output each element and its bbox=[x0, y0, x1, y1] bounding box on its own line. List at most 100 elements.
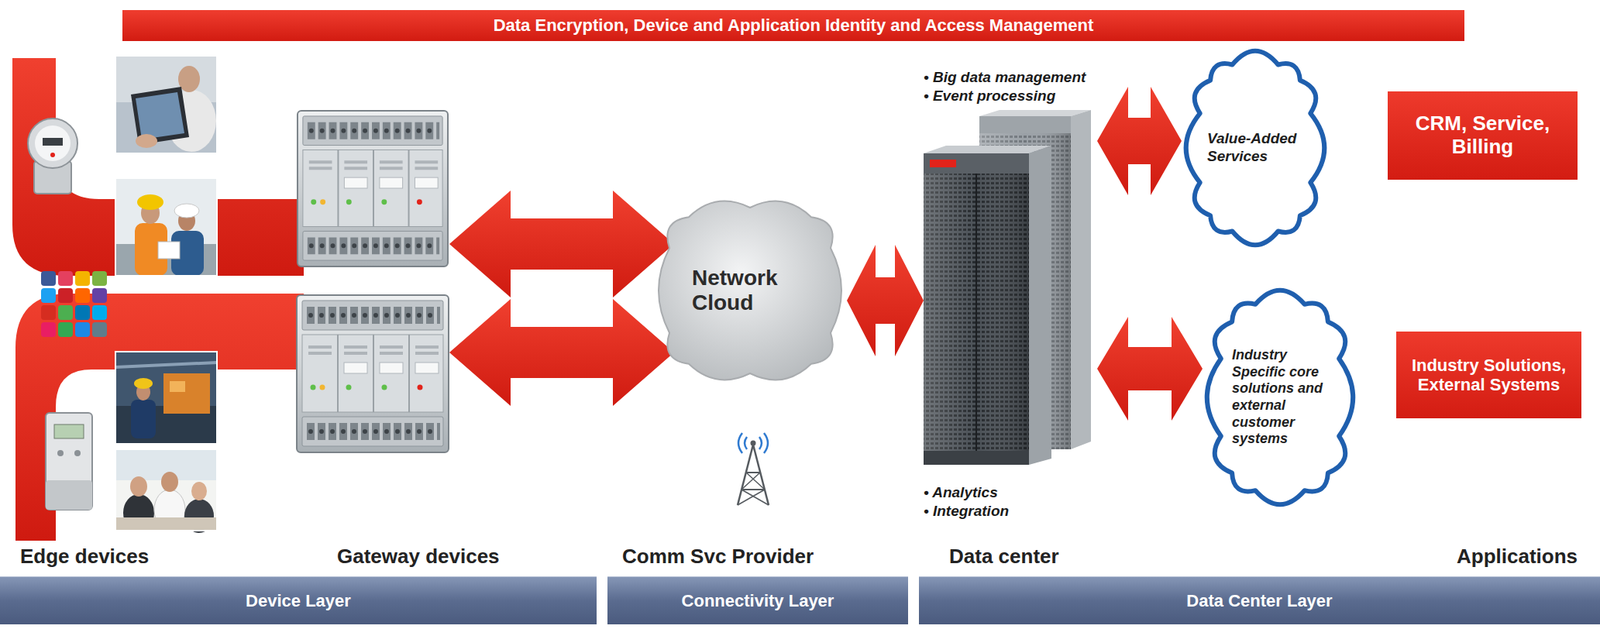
double-arrow bbox=[1097, 86, 1182, 196]
smart-meter bbox=[50, 152, 56, 158]
column-label: Edge devices bbox=[20, 544, 149, 569]
cell-tower bbox=[746, 471, 761, 474]
server-rack bbox=[1070, 110, 1091, 450]
cloud-outline bbox=[658, 201, 842, 381]
device-photo bbox=[130, 399, 156, 439]
gateway-device bbox=[297, 110, 448, 267]
box-label: Industry Solutions, External Systems bbox=[1401, 355, 1576, 396]
layer-name: Data Center Layer bbox=[1186, 591, 1332, 611]
social-icons bbox=[92, 322, 107, 338]
device-photo bbox=[115, 351, 217, 444]
column-label: Comm Svc Provider bbox=[622, 544, 814, 569]
device-photo bbox=[135, 134, 158, 148]
device-photo bbox=[115, 362, 217, 368]
device-photo bbox=[130, 476, 148, 497]
social-icons bbox=[92, 288, 107, 303]
application-box: CRM, Service, Billing bbox=[1387, 91, 1578, 180]
device-photo bbox=[115, 449, 217, 531]
social-icons bbox=[41, 271, 107, 338]
device-photo bbox=[137, 194, 164, 210]
server-rack bbox=[923, 153, 1029, 174]
device-photo bbox=[115, 178, 217, 276]
server-function: • Integration bbox=[923, 502, 1009, 521]
cell-tower bbox=[737, 444, 754, 506]
social-icons bbox=[58, 305, 73, 320]
text-block: Data Encryption, Device and Application … bbox=[493, 15, 1095, 35]
text-block: CRM, Service, Billing bbox=[1395, 112, 1570, 159]
layer-bar: Device Layer bbox=[0, 576, 597, 625]
cell-tower bbox=[741, 488, 765, 491]
server-function: • Analytics bbox=[923, 483, 1009, 503]
smart-meter bbox=[45, 412, 93, 510]
service-cloud: Value-Added Services bbox=[1181, 45, 1329, 251]
text-block: Connectivity Layer bbox=[681, 591, 835, 611]
cloud-outline bbox=[1207, 290, 1353, 505]
device-photo bbox=[115, 55, 217, 534]
gateway-device bbox=[296, 110, 449, 453]
device-photo bbox=[115, 178, 217, 276]
social-icons bbox=[75, 288, 90, 303]
text-block: Data Center Layer bbox=[1186, 591, 1332, 611]
layer-name: Connectivity Layer bbox=[681, 591, 835, 611]
social-icons bbox=[41, 288, 56, 303]
layer-name: Device Layer bbox=[245, 591, 351, 611]
application-box: Industry Solutions, External Systems bbox=[1396, 331, 1582, 419]
device-photo bbox=[115, 449, 217, 534]
smart-meter bbox=[74, 450, 81, 457]
device-photo bbox=[115, 55, 217, 154]
server-function: • Big data management bbox=[923, 68, 1086, 87]
social-icons bbox=[58, 271, 73, 286]
text-block: Industry Solutions, External Systems bbox=[1401, 355, 1576, 396]
device-photo bbox=[135, 92, 185, 140]
data-pipe bbox=[12, 58, 304, 276]
gateway-device bbox=[296, 295, 449, 453]
text-block: Network Cloud bbox=[691, 265, 809, 316]
cell-tower bbox=[763, 433, 768, 454]
server-rack bbox=[1028, 145, 1052, 465]
cell-tower bbox=[741, 489, 769, 506]
double-arrow bbox=[846, 244, 924, 357]
security-band: Data Encryption, Device and Application … bbox=[122, 10, 1465, 42]
smart-meter bbox=[42, 137, 63, 146]
device-photo bbox=[134, 378, 153, 389]
server-rack bbox=[975, 173, 978, 465]
cell-tower bbox=[741, 472, 761, 490]
data-pipe bbox=[12, 58, 304, 541]
data-pipe bbox=[15, 293, 304, 541]
device-photo bbox=[163, 373, 210, 414]
device-photo bbox=[169, 381, 186, 393]
cloud-label: Network Cloud bbox=[691, 265, 809, 316]
social-icons bbox=[41, 322, 56, 338]
social-icons bbox=[58, 322, 73, 338]
double-arrow bbox=[449, 190, 675, 298]
cell-tower bbox=[750, 440, 757, 447]
social-icons bbox=[75, 322, 90, 338]
smart-meter bbox=[34, 125, 71, 162]
double-arrow bbox=[1097, 316, 1203, 421]
cell-tower bbox=[737, 489, 765, 506]
column-label: Data center bbox=[949, 544, 1060, 569]
social-icons bbox=[41, 271, 56, 286]
column-label: Gateway devices bbox=[337, 544, 500, 569]
box-label: CRM, Service, Billing bbox=[1395, 112, 1570, 159]
server-rack bbox=[929, 159, 957, 168]
layer-bar: Data Center Layer bbox=[918, 576, 1600, 625]
server-rack bbox=[923, 145, 1052, 154]
cell-tower bbox=[737, 433, 769, 506]
cloud-label: Value-Added Services bbox=[1207, 130, 1304, 166]
server-rack bbox=[923, 153, 1029, 465]
text-group: • Analytics• Integration bbox=[923, 483, 1009, 521]
data-center-server: • Big data management• Event processing•… bbox=[923, 68, 1098, 521]
device-photo bbox=[115, 449, 217, 531]
device-photo bbox=[161, 471, 179, 493]
cell-tower bbox=[744, 436, 747, 450]
social-icons bbox=[92, 271, 107, 286]
text-block: Value-Added Services bbox=[1207, 130, 1304, 166]
social-icons bbox=[75, 271, 90, 286]
text-group: • Big data management• Event processing bbox=[923, 68, 1086, 106]
device-photo bbox=[115, 351, 217, 444]
layer-bar: Connectivity Layer bbox=[607, 576, 909, 625]
cell-tower bbox=[738, 433, 743, 454]
